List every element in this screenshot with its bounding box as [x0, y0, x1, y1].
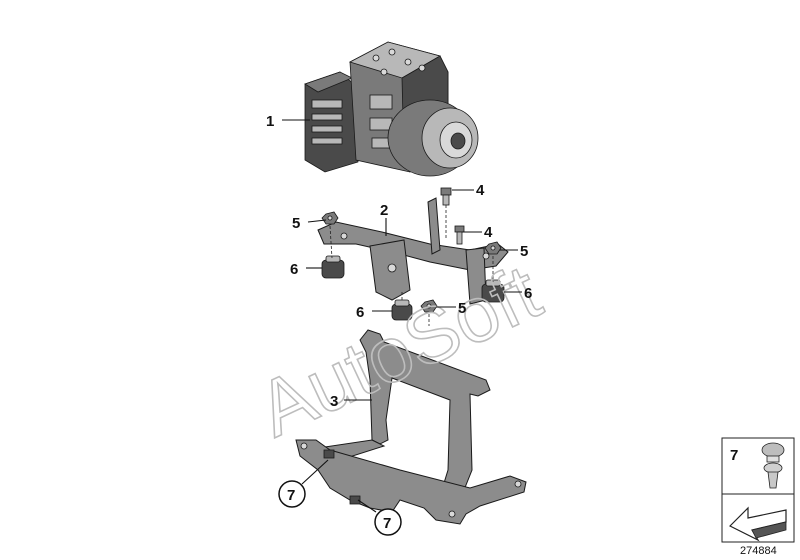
nut-part-5-right[interactable] [484, 241, 502, 255]
callout-5-left[interactable]: 5 [292, 215, 300, 232]
push-clip-icon [761, 442, 785, 489]
carrier-bracket-part-3[interactable] [295, 329, 527, 525]
callout-6-left[interactable]: 6 [290, 261, 298, 278]
callout-6-right[interactable]: 6 [524, 285, 532, 302]
nut-part-5-bottom[interactable] [420, 299, 438, 313]
callout-5-right[interactable]: 5 [520, 243, 528, 260]
assembly-guide-lines [329, 205, 494, 326]
arrow-left-icon [728, 506, 787, 542]
screw-part-4-lower[interactable] [454, 225, 465, 245]
screw-part-4-upper[interactable] [440, 187, 452, 206]
leader-lines [282, 119, 522, 513]
rubber-mount-part-6-bottom[interactable] [391, 299, 413, 321]
legend-number: 7 [730, 447, 738, 464]
callout-3[interactable]: 3 [330, 393, 338, 410]
callout-7-right[interactable]: 7 [383, 515, 391, 532]
callout-5-bottom[interactable]: 5 [458, 300, 466, 317]
diagram-reference-number: 274884 [740, 545, 777, 557]
callout-6-bottom[interactable]: 6 [356, 304, 364, 321]
mounting-bracket-part-2[interactable] [317, 197, 509, 305]
callout-circle-7-left [278, 480, 306, 508]
callout-labels: 1 2 3 4 4 5 5 5 6 6 6 7 7 [266, 113, 532, 536]
rubber-mount-part-6-left[interactable] [321, 255, 345, 279]
callout-7-left[interactable]: 7 [287, 487, 295, 504]
callout-2[interactable]: 2 [380, 202, 388, 219]
rubber-mount-part-6-right[interactable] [481, 279, 505, 303]
legend-box: 7 [721, 437, 795, 543]
callout-circle-7-right [374, 508, 402, 536]
callout-4-upper[interactable]: 4 [476, 182, 485, 199]
callout-1[interactable]: 1 [266, 113, 274, 130]
nut-part-5-left[interactable] [321, 211, 339, 225]
callout-4-lower[interactable]: 4 [484, 224, 493, 241]
hydraulic-unit-part-1[interactable] [304, 41, 479, 177]
